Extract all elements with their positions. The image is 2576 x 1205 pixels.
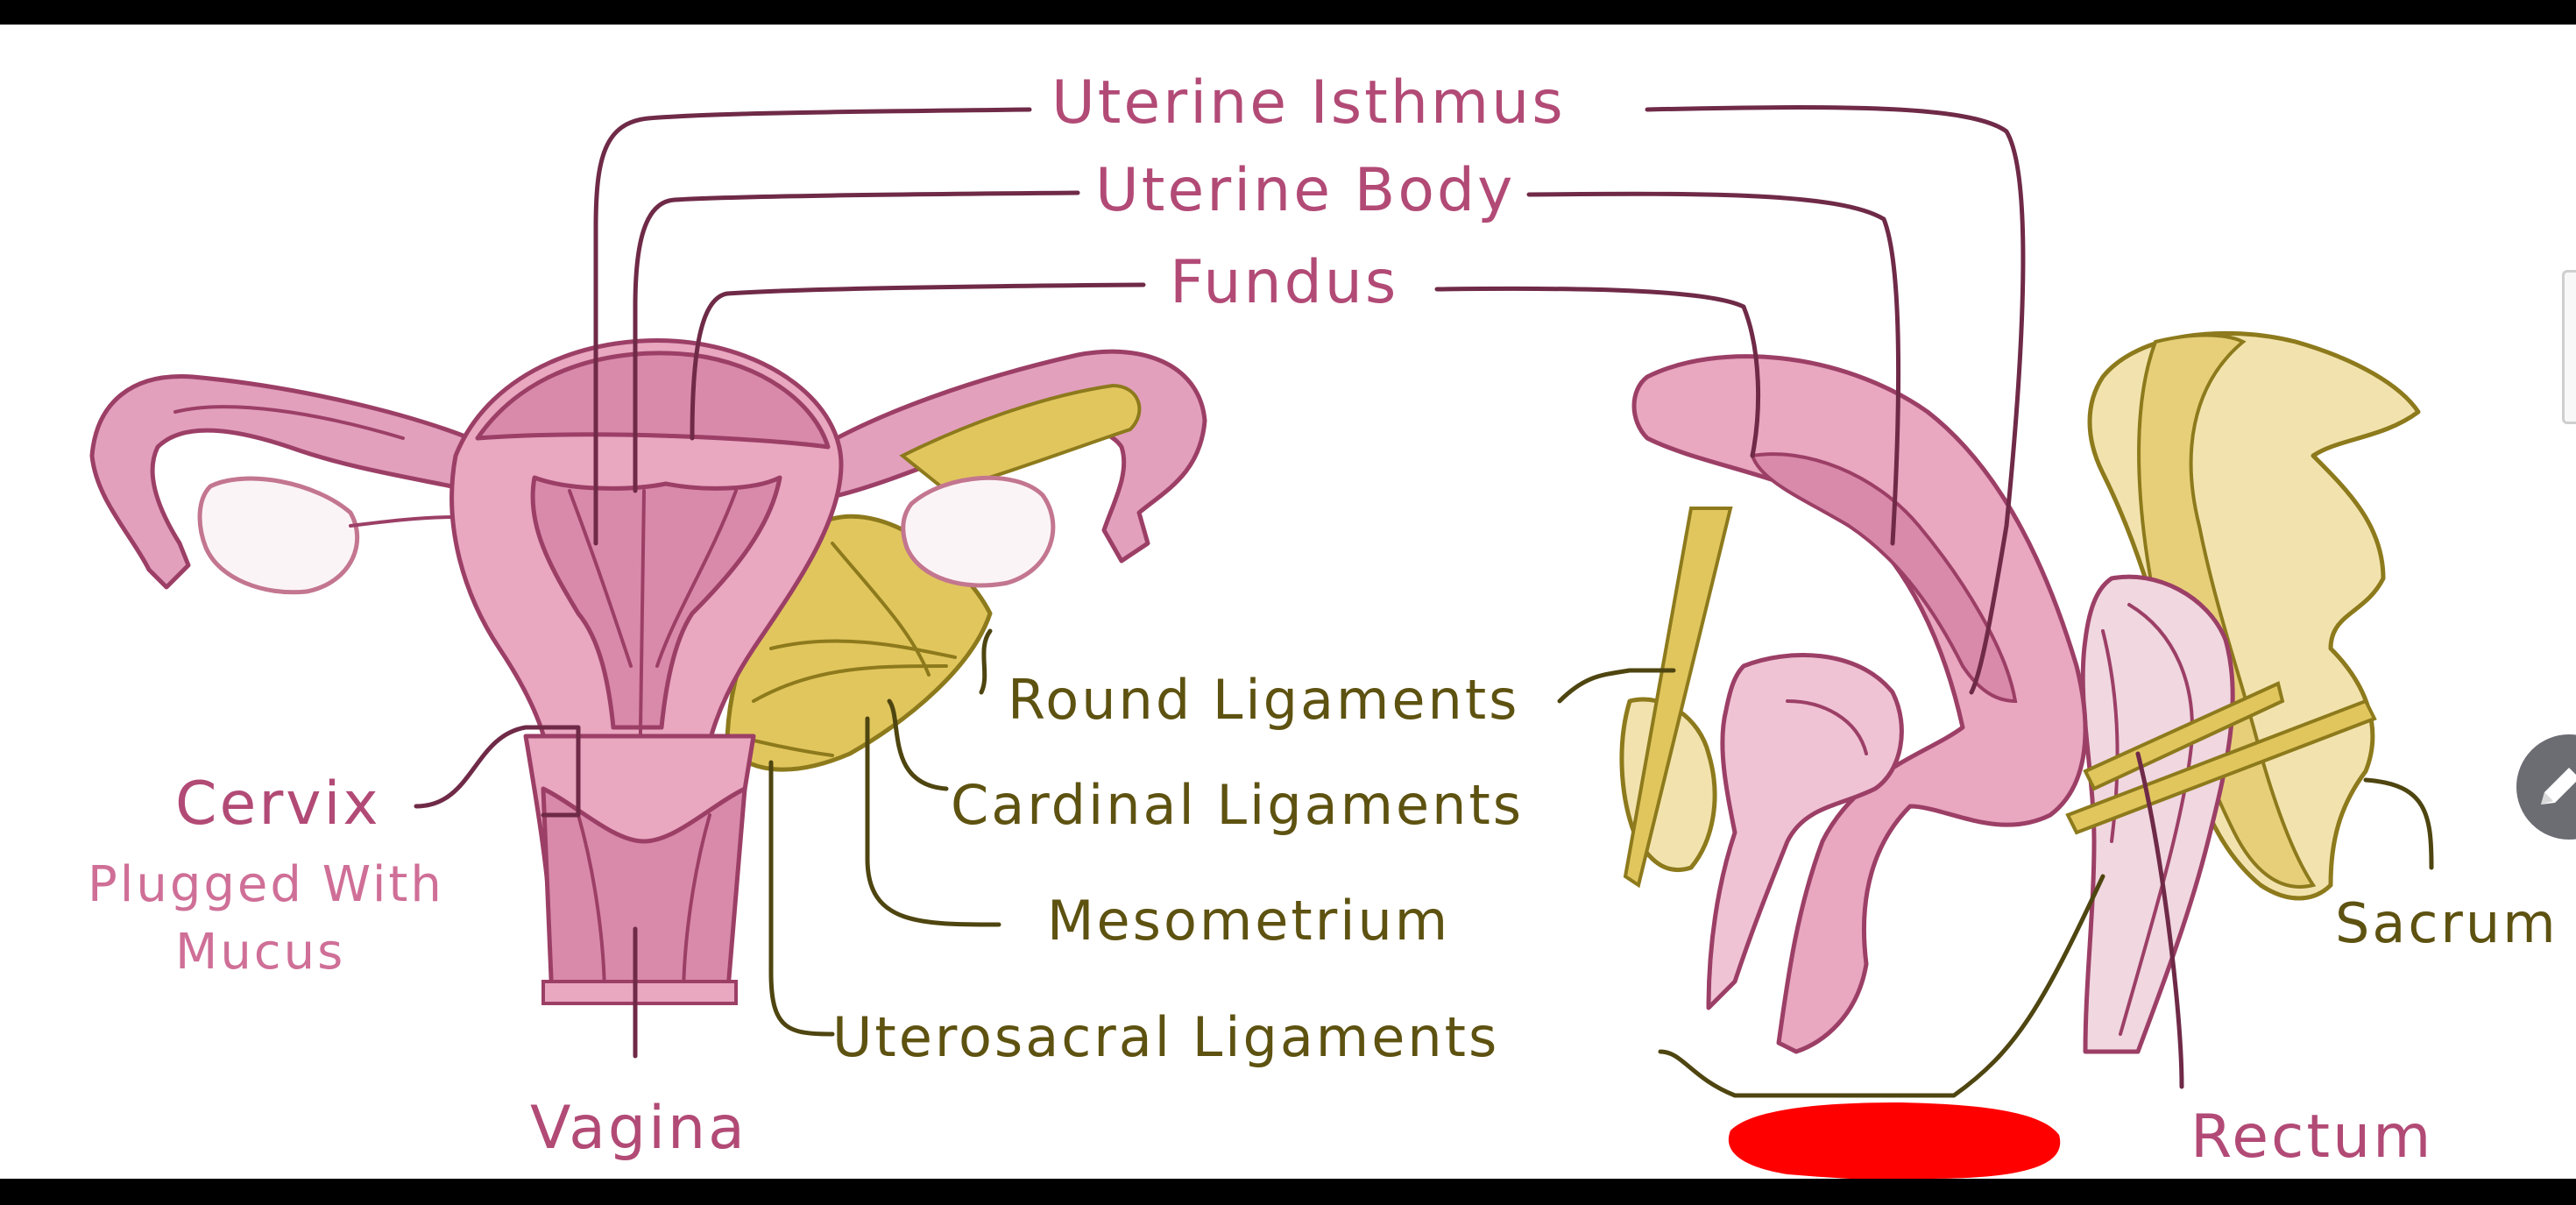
cardinal-ligaments-leader [887, 698, 949, 791]
mesometrium-leader [865, 716, 1001, 927]
side-panel-tab[interactable] [2562, 270, 2576, 424]
label-cervix-note-2: Mucus [175, 924, 345, 981]
vagina-wall-ridge [541, 980, 738, 1005]
body-leader [633, 190, 1080, 493]
uterosacral-band [2065, 698, 2377, 835]
label-fundus: Fundus [1170, 248, 1398, 317]
labels: Uterine Isthmus Uterine Body Fundus Roun… [88, 68, 2558, 1172]
frontal-uterus-view [89, 338, 1207, 1005]
label-uterosacral-ligaments: Uterosacral Ligaments [832, 1005, 1499, 1069]
label-sacrum: Sacrum [2335, 891, 2558, 955]
bladder-shape [1706, 653, 1904, 1010]
label-cervix: Cervix [175, 769, 381, 839]
round-ligaments-leader [1557, 668, 1676, 704]
label-cardinal-ligaments: Cardinal Ligaments [951, 773, 1524, 837]
fundus-leader [690, 282, 1146, 441]
label-vagina: Vagina [530, 1094, 747, 1163]
label-mesometrium: Mesometrium [1047, 889, 1450, 953]
left-ovary [197, 476, 360, 595]
top-frame-bar [0, 0, 2576, 25]
bottom-frame-bar [0, 1179, 2576, 1205]
label-uterine-body: Uterine Body [1095, 156, 1515, 225]
redaction-mark [1728, 1102, 2061, 1180]
left-fallopian-tube [89, 374, 493, 590]
leader-lines [414, 105, 2434, 1098]
pencil-icon [2541, 768, 2576, 805]
uterine-cavity-sagittal [1750, 452, 2018, 704]
right-ovary [901, 475, 1056, 588]
label-rectum: Rectum [2190, 1102, 2433, 1172]
uterosacral-leader [768, 760, 835, 1037]
sacrum-leader [2363, 777, 2434, 870]
cervix-leader [414, 725, 581, 818]
sagittal-pelvis-view [1619, 330, 2421, 1054]
label-cervix-note-1: Plugged With [88, 856, 444, 913]
isthmus-leader [593, 107, 1032, 546]
label-round-ligaments: Round Ligaments [1008, 668, 1519, 732]
right-tube-gold-inner [899, 383, 1142, 493]
label-uterine-isthmus: Uterine Isthmus [1051, 68, 1566, 138]
round-ligament-strand [1623, 507, 1733, 889]
rectum-leader [2135, 751, 2184, 1089]
